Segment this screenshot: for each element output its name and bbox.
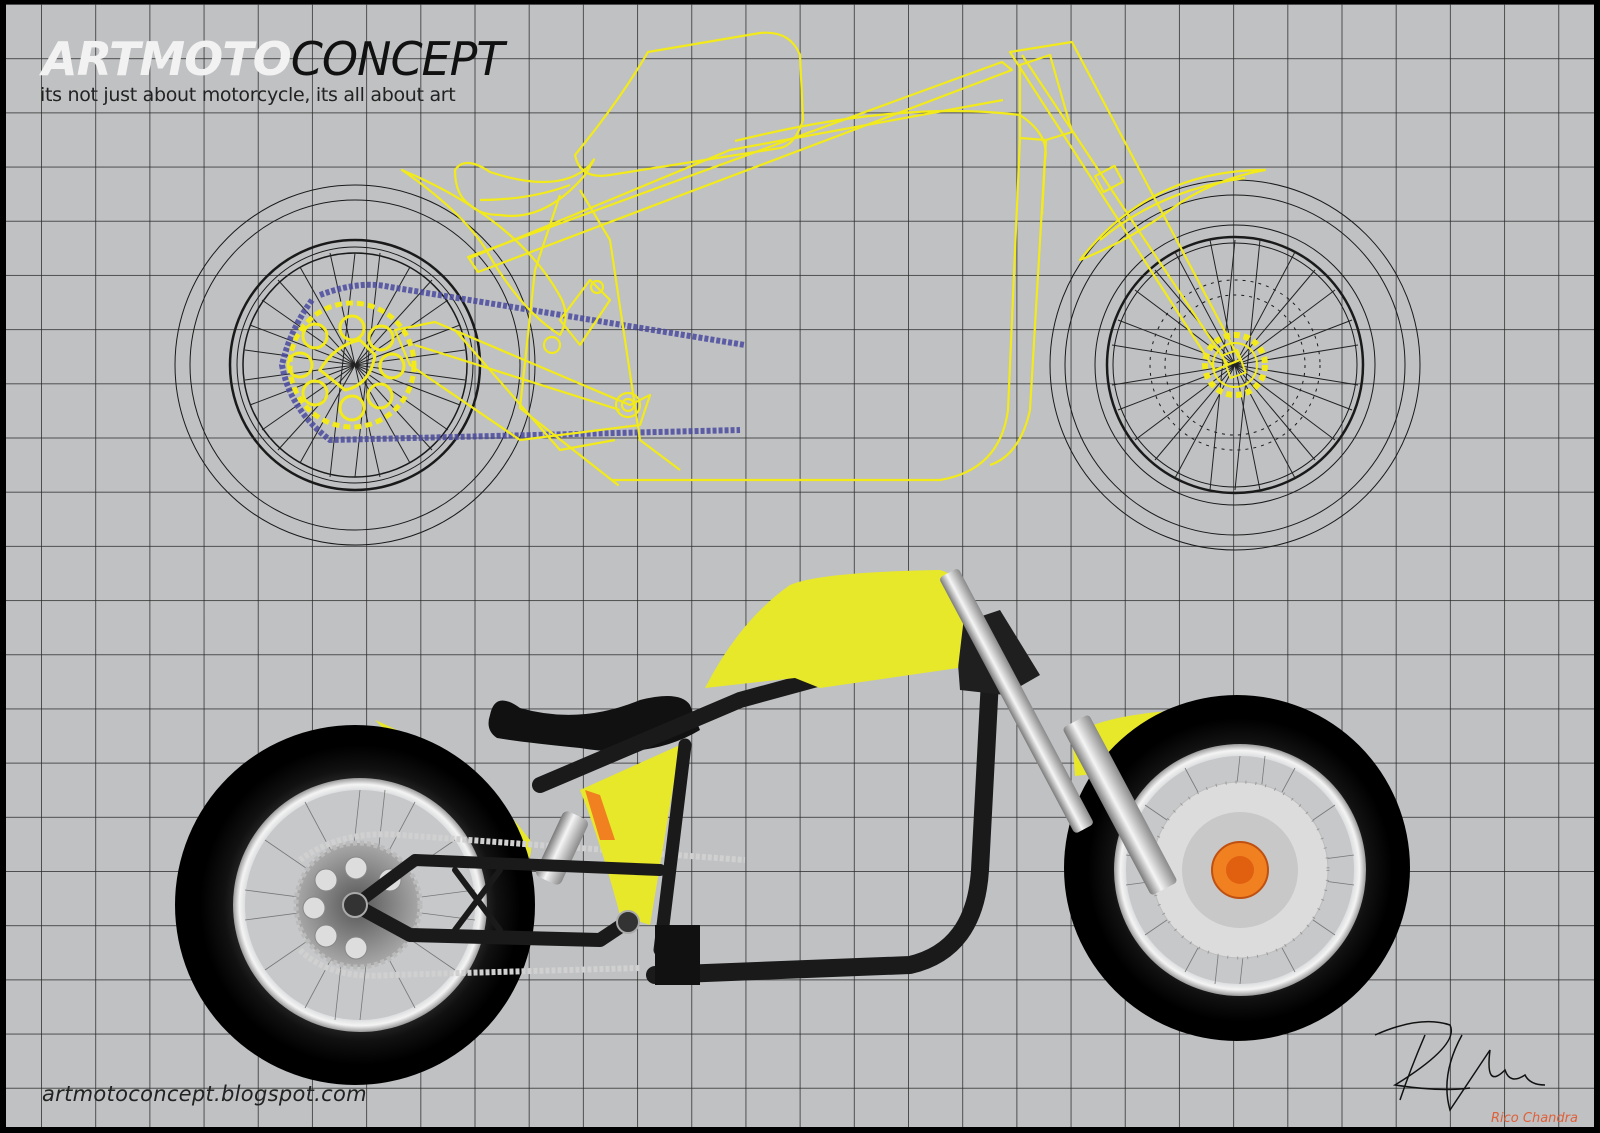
- wireframe-frame: [393, 31, 1267, 487]
- artist-signature: [1374, 1020, 1546, 1112]
- wireframe-rear-wheel: [174, 184, 536, 546]
- tagline: its not just about motorcycle, its all a…: [40, 84, 456, 106]
- motorcycle-illustrations: [174, 31, 1546, 1112]
- chain-lower: [297, 947, 641, 979]
- blog-url[interactable]: artmotoconcept.blogspot.com: [42, 1082, 367, 1106]
- side-panel: [580, 745, 680, 925]
- artist-name: Rico Chandra: [1491, 1111, 1578, 1126]
- brand-logo: ARTMOTOCONCEPT: [42, 36, 504, 82]
- brand-artmoto: ARTMOTO: [42, 32, 292, 86]
- wireframe-front-wheel: [1049, 179, 1421, 551]
- wireframe-chain: [278, 281, 746, 444]
- fuel-tank: [705, 570, 966, 688]
- front-wheel: [1064, 695, 1410, 1041]
- chain-upper: [298, 831, 746, 863]
- wireframe-sprocket: [286, 300, 417, 430]
- wireframe-motorcycle: [174, 31, 1421, 551]
- blueprint-canvas: ARTMOTOCONCEPT its not just about motorc…: [6, 4, 1594, 1127]
- rendered-motorcycle: [175, 569, 1410, 1085]
- front-fork: [940, 569, 1177, 895]
- brand-concept: CONCEPT: [290, 32, 505, 86]
